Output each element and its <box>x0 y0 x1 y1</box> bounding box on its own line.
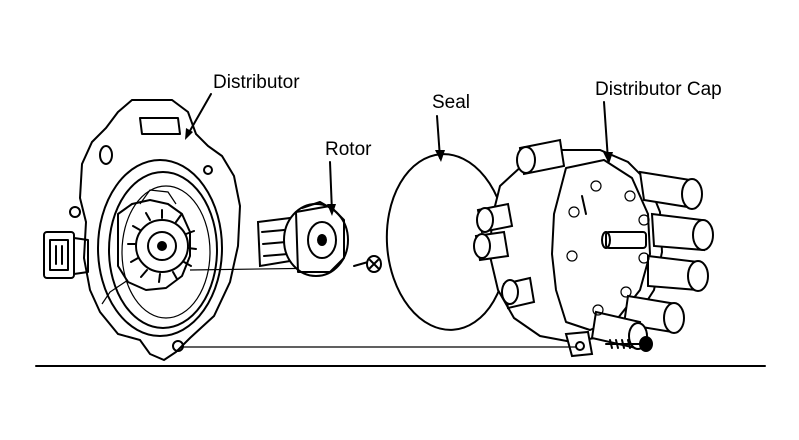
leader-rotor <box>329 161 333 213</box>
arrowhead-rotor <box>327 204 336 216</box>
cap-screw <box>605 336 653 352</box>
distributor-cap-part <box>473 138 714 358</box>
label-seal: Seal <box>432 92 470 113</box>
label-distributor: Distributor <box>213 72 300 93</box>
arrowhead-distributor <box>185 128 193 140</box>
leader-distributor-cap <box>603 101 609 161</box>
cap-towers-right <box>590 170 714 350</box>
distributor-part <box>43 99 242 362</box>
arrowhead-seal <box>435 150 445 162</box>
rotor-part <box>256 201 382 277</box>
label-rotor: Rotor <box>325 139 372 160</box>
cap-terminal-markers <box>566 180 650 316</box>
arrowhead-distributor-cap <box>603 152 613 164</box>
distributor-connector <box>43 231 89 279</box>
distributor-gear <box>127 209 197 283</box>
rotor-screw <box>353 255 382 273</box>
label-distributor-cap: Distributor Cap <box>595 79 722 100</box>
cap-towers-left <box>473 138 566 310</box>
leader-distributor <box>186 93 212 137</box>
